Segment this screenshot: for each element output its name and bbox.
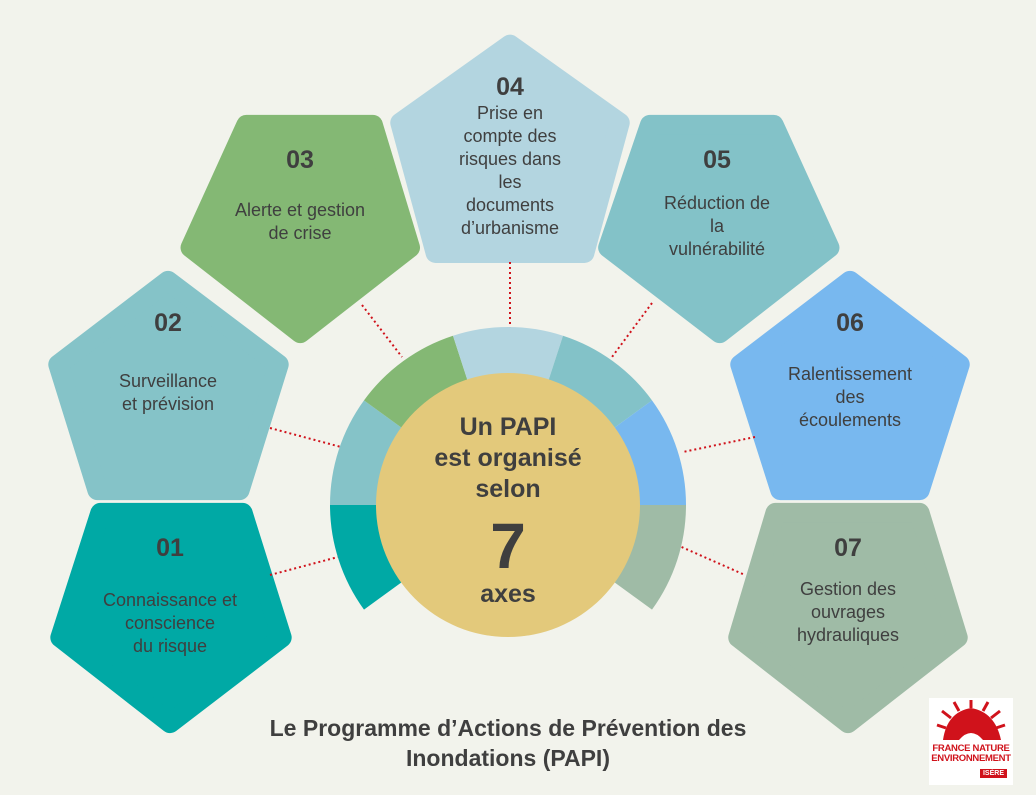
axis-label-line: Alerte et gestion [234, 200, 366, 220]
center-circle [376, 373, 640, 637]
center-line: est organisé [434, 444, 582, 472]
axis-label-line: Surveillance [118, 371, 218, 391]
fne-isere-logo: FRANCE NATURE ENVIRONNEMENT ISÈRE [929, 698, 1013, 785]
logo-text: FRANCE NATURE [932, 743, 1010, 754]
connector-line [361, 304, 403, 358]
axis-label: Ralentissement des écoulements [740, 363, 960, 432]
axis-number: 05 [703, 146, 731, 174]
axis-pentagon-06 [730, 270, 970, 501]
axis-label: Surveillance et prévision [58, 370, 278, 416]
axis-label: Alerte et gestion de crise [190, 199, 410, 245]
ring-segment-05 [545, 335, 653, 435]
axis-number: 07 [834, 534, 862, 562]
logo-tag: ISÈRE [979, 769, 1007, 778]
axis-label-line: hydrauliques [796, 625, 900, 645]
connector-line [269, 427, 342, 448]
axis-label-line: du risque [132, 636, 208, 656]
axis-pentagon-04 [390, 34, 630, 263]
center-line: Un PAPI [459, 413, 557, 441]
connector-line [269, 556, 339, 576]
title-line-2: Inondations (PAPI) [405, 745, 610, 771]
axis-label-line: et prévision [121, 394, 215, 414]
axis-label-line: de crise [268, 223, 332, 243]
axis-number: 01 [156, 534, 184, 562]
axis-label-line: Ralentissement [787, 364, 913, 384]
axis-pentagon-01 [50, 502, 292, 734]
ring-segment-03 [363, 335, 471, 435]
axis-number: 03 [286, 146, 314, 174]
axis-label: Connaissance et conscience du risque [60, 589, 280, 658]
axis-number: 04 [496, 73, 524, 101]
axis-label-line: compte des [463, 126, 557, 146]
axis-pentagon-07 [728, 502, 968, 734]
axis-label: Réduction de la vulnérabilité [607, 192, 827, 261]
axis-label-line: Réduction de [663, 193, 771, 213]
axis-pentagon-05 [598, 114, 840, 344]
title-line-1: Le Programme d’Actions de Prévention des [269, 715, 747, 741]
connector-line [676, 544, 746, 576]
axis-pentagon-02 [48, 270, 289, 501]
axes-unit: axes [480, 580, 536, 608]
center-label: Un PAPI est organisé selon 7 axes [398, 412, 618, 607]
ring-segment-04 [452, 327, 564, 391]
axis-label-line: ouvrages [810, 602, 886, 622]
axis-label-line: Connaissance et [102, 590, 238, 610]
axis-label-line: des [835, 387, 865, 407]
axis-label-line: la [709, 216, 724, 236]
page-title: Le Programme d’Actions de Prévention des… [0, 713, 1016, 773]
axis-label: Prise en compte des risques dans les documen… [400, 102, 620, 240]
logo-text: ENVIRONNEMENT [931, 753, 1011, 764]
axis-label-line: vulnérabilité [668, 239, 766, 259]
axis-label-line: risques dans [458, 149, 562, 169]
axis-number: 02 [154, 309, 182, 337]
axis-label-line: écoulements [798, 410, 902, 430]
hedgehog-icon [936, 700, 1006, 740]
axes-count: 7 [490, 510, 526, 582]
axis-label: Gestion des ouvrages hydrauliques [738, 578, 958, 647]
axis-pentagon-03 [180, 114, 421, 344]
connector-line [682, 436, 756, 453]
axis-label-line: Gestion des [799, 579, 897, 599]
axis-label-line: Prise en [476, 103, 544, 123]
axis-number: 06 [836, 309, 864, 337]
axis-label-line: conscience [124, 613, 216, 633]
axis-label-line: les [498, 172, 522, 192]
center-line: selon [475, 475, 541, 503]
connector-line [611, 302, 653, 358]
axis-label-line: d’urbanisme [460, 218, 560, 238]
axis-label-line: documents [465, 195, 555, 215]
